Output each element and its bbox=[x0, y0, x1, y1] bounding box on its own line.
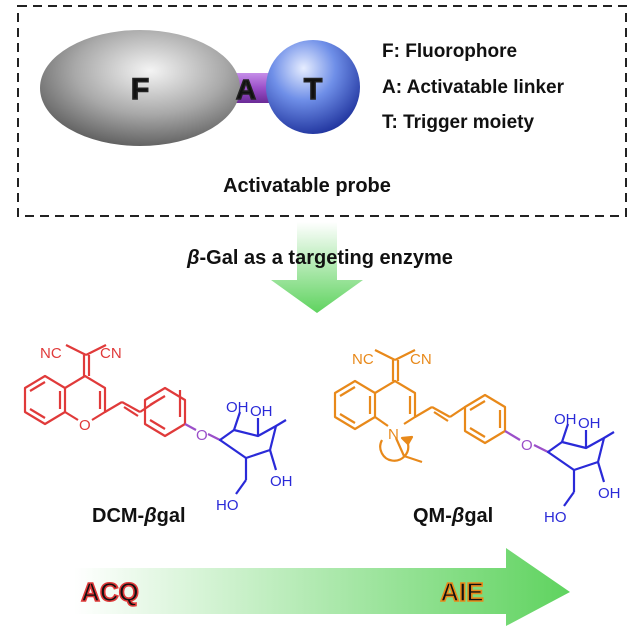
dcm-oh2-label: OH bbox=[250, 403, 273, 420]
a-letter: A bbox=[236, 74, 256, 105]
fluorophore-ellipse bbox=[40, 30, 240, 146]
dcm-link-o-label: O bbox=[196, 427, 208, 444]
legend-item-a: A: Activatable linker bbox=[382, 77, 565, 98]
aie-label: AIE bbox=[440, 577, 483, 607]
qm-ring-n-label: N bbox=[388, 426, 399, 443]
qm-nc-label: NC bbox=[352, 351, 374, 368]
arrow-label: β-Gal as a targeting enzyme bbox=[186, 247, 453, 269]
probe-frame bbox=[17, 5, 627, 217]
dcm-oh1-label: OH bbox=[226, 399, 249, 416]
acq-label: ACQ bbox=[81, 577, 139, 607]
t-letter: T bbox=[304, 73, 322, 106]
qm-name: QM-βgal bbox=[413, 505, 493, 527]
acq-aie-arrow bbox=[74, 548, 570, 626]
qm-ho-label: HO bbox=[544, 509, 567, 526]
dcm-ring-o-label: O bbox=[79, 417, 91, 434]
qm-link-o-label: O bbox=[521, 437, 533, 454]
f-letter: F bbox=[131, 73, 149, 106]
legend-item-t: T: Trigger moiety bbox=[382, 112, 534, 133]
trigger-sphere bbox=[266, 40, 360, 134]
dcm-ho-label: HO bbox=[216, 497, 239, 514]
qm-oh1-label: OH bbox=[554, 411, 577, 428]
qm-molecule bbox=[333, 349, 615, 507]
down-arrow bbox=[271, 222, 363, 313]
dcm-oh3-label: OH bbox=[270, 473, 293, 490]
probe-caption: Activatable probe bbox=[223, 175, 391, 197]
dcm-cn-label: CN bbox=[100, 345, 122, 362]
legend-item-f: F: Fluorophore bbox=[382, 41, 517, 62]
dcm-molecule bbox=[23, 344, 287, 495]
dcm-name: DCM-βgal bbox=[92, 505, 186, 527]
dcm-nc-label: NC bbox=[40, 345, 62, 362]
qm-oh3-label: OH bbox=[598, 485, 621, 502]
qm-cn-label: CN bbox=[410, 351, 432, 368]
qm-oh2-label: OH bbox=[578, 415, 601, 432]
